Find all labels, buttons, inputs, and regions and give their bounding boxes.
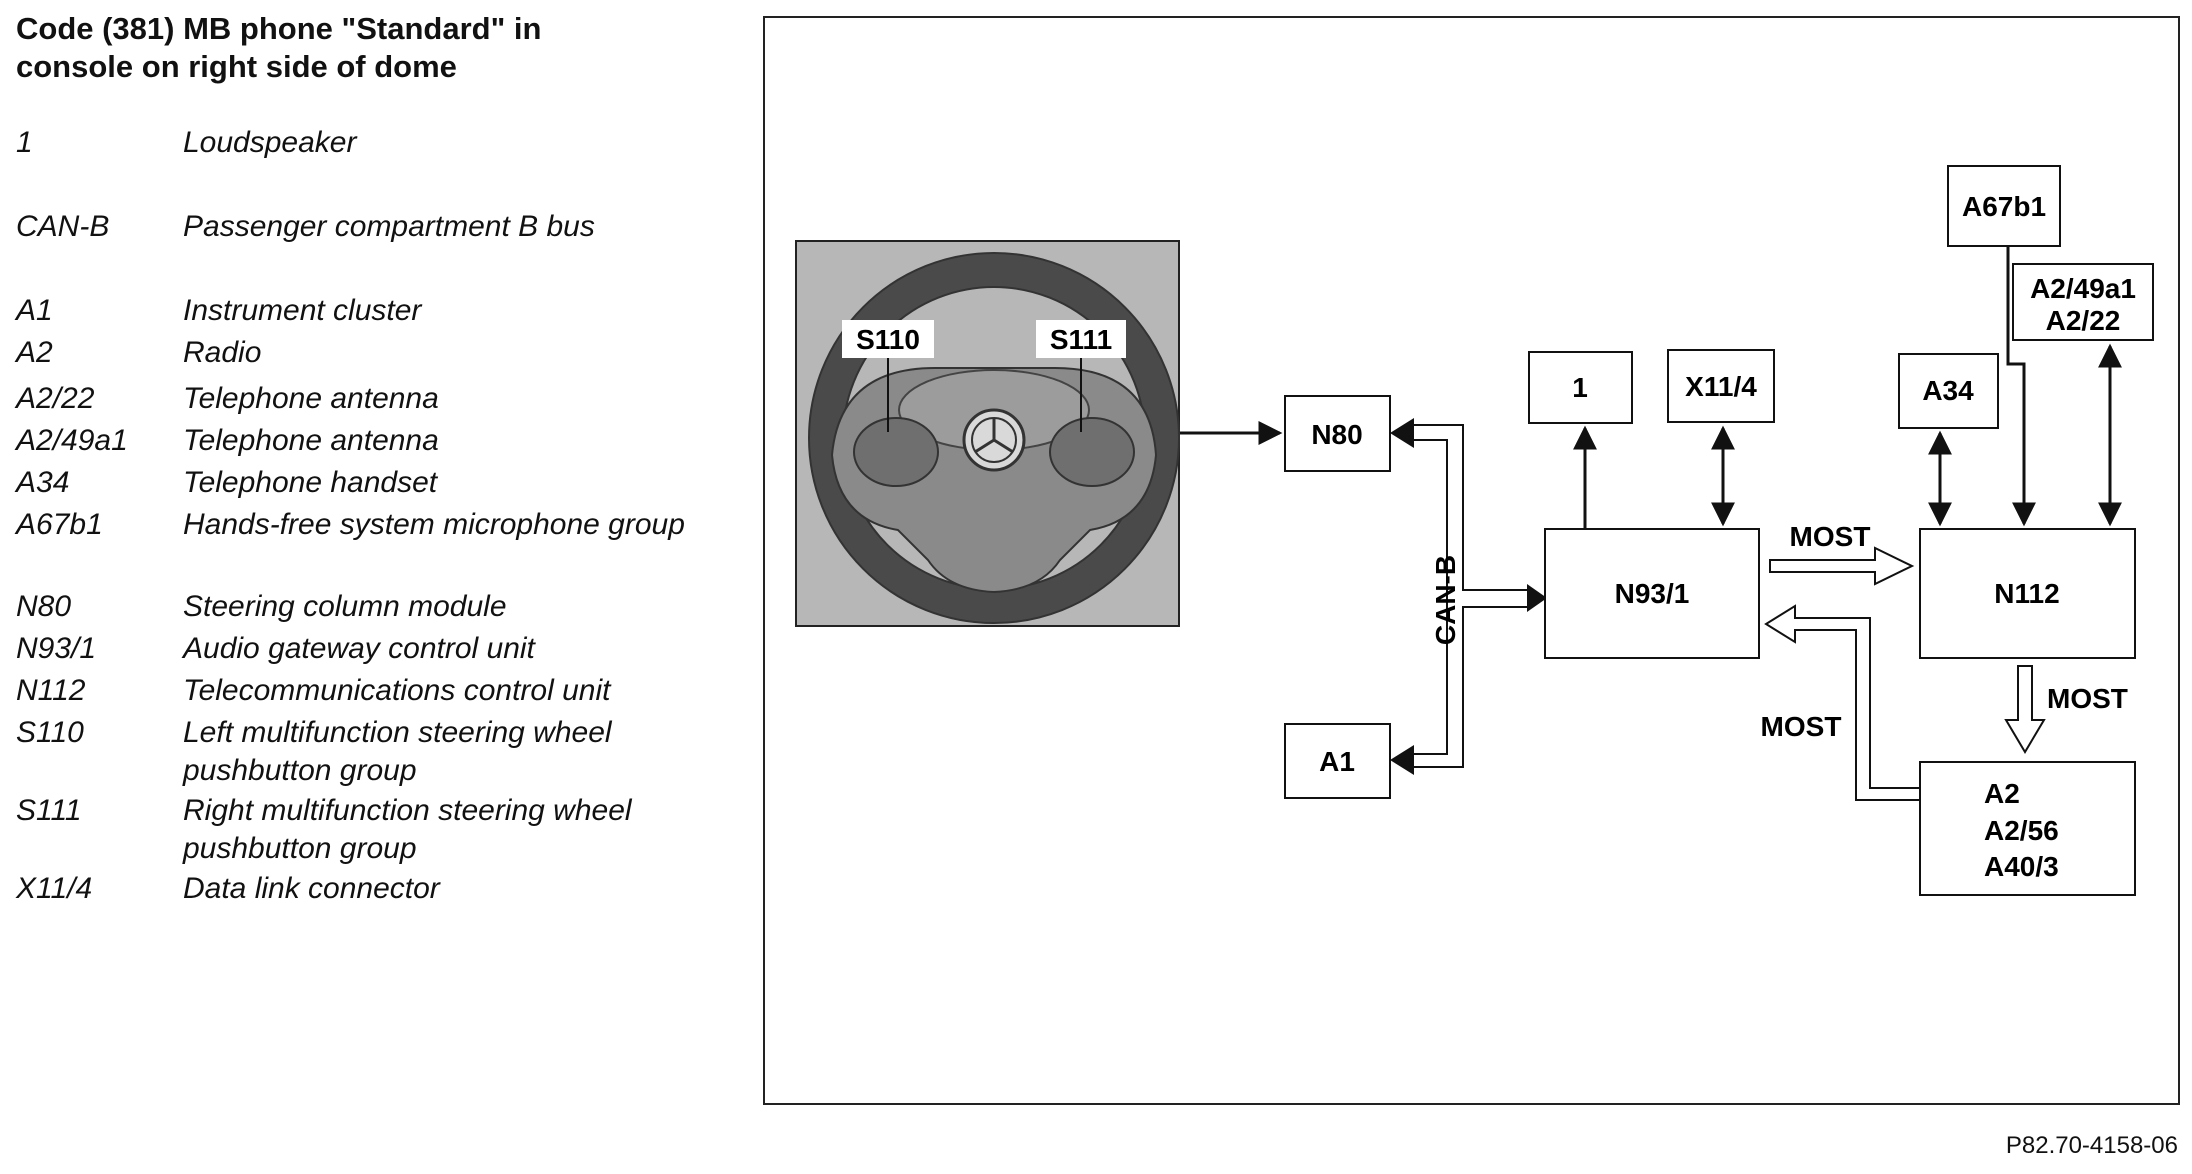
box-a2-49a1-a2-22: A2/49a1 A2/22 (2012, 263, 2154, 341)
title-line-2: console on right side of dome (16, 49, 457, 84)
most-left-label: MOST (1761, 711, 1842, 742)
most-top-label: MOST (1790, 521, 1871, 552)
legend-description: Steering column module (183, 590, 507, 623)
box-loudspeaker: 1 (1528, 351, 1633, 424)
most-arrow-right: MOST (2004, 665, 2128, 754)
label-s111: S111 (1050, 324, 1112, 355)
legend-code: A2 (16, 336, 53, 369)
legend-code: N112 (16, 674, 86, 707)
box-x11-4: X11/4 (1667, 349, 1775, 423)
steering-wheel-icon (808, 252, 1180, 624)
box-n80: N80 (1284, 395, 1391, 472)
legend-description: Right multifunction steering wheel pushb… (183, 794, 632, 865)
box-a2-group: A2 A2/56 A40/3 (1919, 761, 2136, 896)
most-arrow-left: MOST (1761, 604, 1921, 801)
a40-3-label: A40/3 (1984, 851, 2059, 882)
legend-code: A2/49a1 (16, 424, 128, 457)
box-a1: A1 (1284, 723, 1391, 799)
legend-code: A2/22 (16, 382, 95, 415)
n93-1-label: N93/1 (1615, 578, 1690, 609)
a2-label: A2 (1984, 778, 2020, 809)
box-n93-1: N93/1 (1544, 528, 1760, 659)
legend-code: S111 (16, 794, 82, 827)
legend-code: 1 (16, 126, 33, 159)
most-right-label: MOST (2047, 683, 2128, 714)
wiring-diagram-frame (763, 16, 2180, 1105)
a67b1-to-n112-arrow (2006, 246, 2036, 527)
loudspeaker-label: 1 (1572, 372, 1588, 403)
steering-wheel-panel: S110 S111 (795, 240, 1180, 627)
legend-code: A1 (16, 294, 53, 327)
a34-label: A34 (1922, 375, 1974, 406)
most-arrow-top: MOST (1769, 521, 1915, 586)
legend-code: N93/1 (16, 632, 97, 665)
legend-description: Instrument cluster (183, 294, 422, 327)
page-title: Code (381) MB phone "Standard" in consol… (16, 10, 716, 86)
box-n112: N112 (1919, 528, 2136, 659)
legend-description: Passenger compartment B bus (183, 210, 595, 243)
a1-label: A1 (1319, 746, 1355, 777)
title-line-1: Code (381) MB phone "Standard" in (16, 11, 542, 46)
legend-code: X11/4 (16, 872, 93, 905)
legend-description: Telecommunications control unit (183, 674, 611, 707)
can-b-label: CAN-B (1430, 555, 1461, 645)
legend-description: Hands-free system microphone group (183, 508, 685, 541)
figure-reference: P82.70-4158-06 (2005, 1132, 2178, 1159)
legend-description: Audio gateway control unit (183, 632, 535, 665)
legend-code: S110 (16, 716, 84, 749)
legend-description: Left multifunction steering wheel pushbu… (183, 716, 612, 787)
can-b-bus: CAN-B (1390, 418, 1547, 775)
legend-description: Telephone antenna (183, 382, 439, 415)
legend-description: Data link connector (183, 872, 440, 905)
legend-code: A34 (16, 466, 70, 499)
n112-label: N112 (1994, 578, 2059, 609)
box-a67b1: A67b1 (1947, 165, 2061, 247)
label-s110: S110 (856, 324, 920, 355)
a2-22-label: A2/22 (2046, 305, 2121, 336)
legend-description: Telephone handset (183, 466, 438, 499)
legend-code: CAN-B (16, 210, 110, 243)
a2-56-label: A2/56 (1984, 815, 2059, 846)
legend-description: Radio (183, 336, 262, 369)
n80-label: N80 (1311, 419, 1362, 450)
legend-code: N80 (16, 590, 72, 623)
legend-description: Loudspeaker (183, 126, 357, 159)
legend-description: Telephone antenna (183, 424, 439, 457)
box-a34: A34 (1898, 353, 1999, 429)
legend-code: A67b1 (16, 508, 103, 541)
x11-4-label: X11/4 (1685, 371, 1757, 402)
a2-49a1-label: A2/49a1 (2030, 273, 2136, 304)
a67b1-label: A67b1 (1962, 191, 2046, 222)
